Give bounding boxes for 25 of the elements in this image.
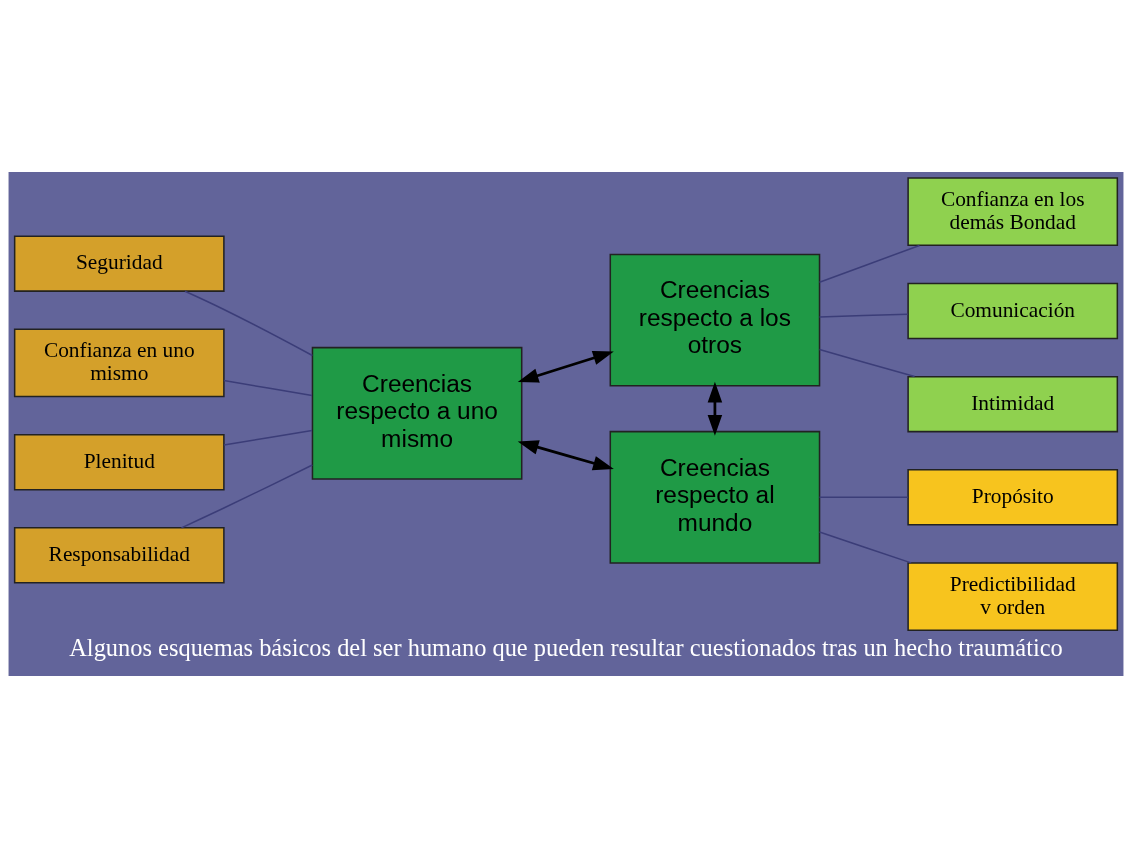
node-box: Confianza en uno mismo bbox=[13, 328, 225, 397]
caption: Algunos esquemas básicos del ser humano que pueden resultar cuestionados tras un hecho traumático bbox=[69, 633, 1063, 661]
connector bbox=[223, 379, 313, 396]
node-box: Predictibilidad v orden bbox=[907, 561, 1119, 631]
connector bbox=[818, 530, 912, 564]
node-box: Plenitud bbox=[13, 433, 225, 490]
node-box: Creencias respecto a uno mismo bbox=[311, 346, 523, 480]
arrow bbox=[517, 350, 614, 383]
arrow bbox=[517, 439, 614, 470]
node-box: Propósito bbox=[907, 468, 1119, 526]
connector bbox=[818, 312, 909, 318]
connector bbox=[180, 463, 314, 529]
node-box: Comunicación bbox=[907, 282, 1119, 339]
connector bbox=[818, 496, 909, 498]
node-box: Confianza en los demás Bondad bbox=[907, 176, 1119, 246]
connector bbox=[818, 244, 921, 283]
node-box: Responsabilidad bbox=[13, 526, 225, 584]
node-box: Seguridad bbox=[13, 234, 225, 292]
node-box: Creencias respecto al mundo bbox=[609, 430, 821, 564]
arrow bbox=[707, 381, 723, 436]
connector bbox=[223, 429, 313, 446]
node-box: Intimidad bbox=[907, 375, 1119, 432]
node-box: Creencias respecto a los otros bbox=[609, 253, 821, 387]
connector bbox=[184, 289, 314, 356]
connector bbox=[818, 348, 916, 377]
